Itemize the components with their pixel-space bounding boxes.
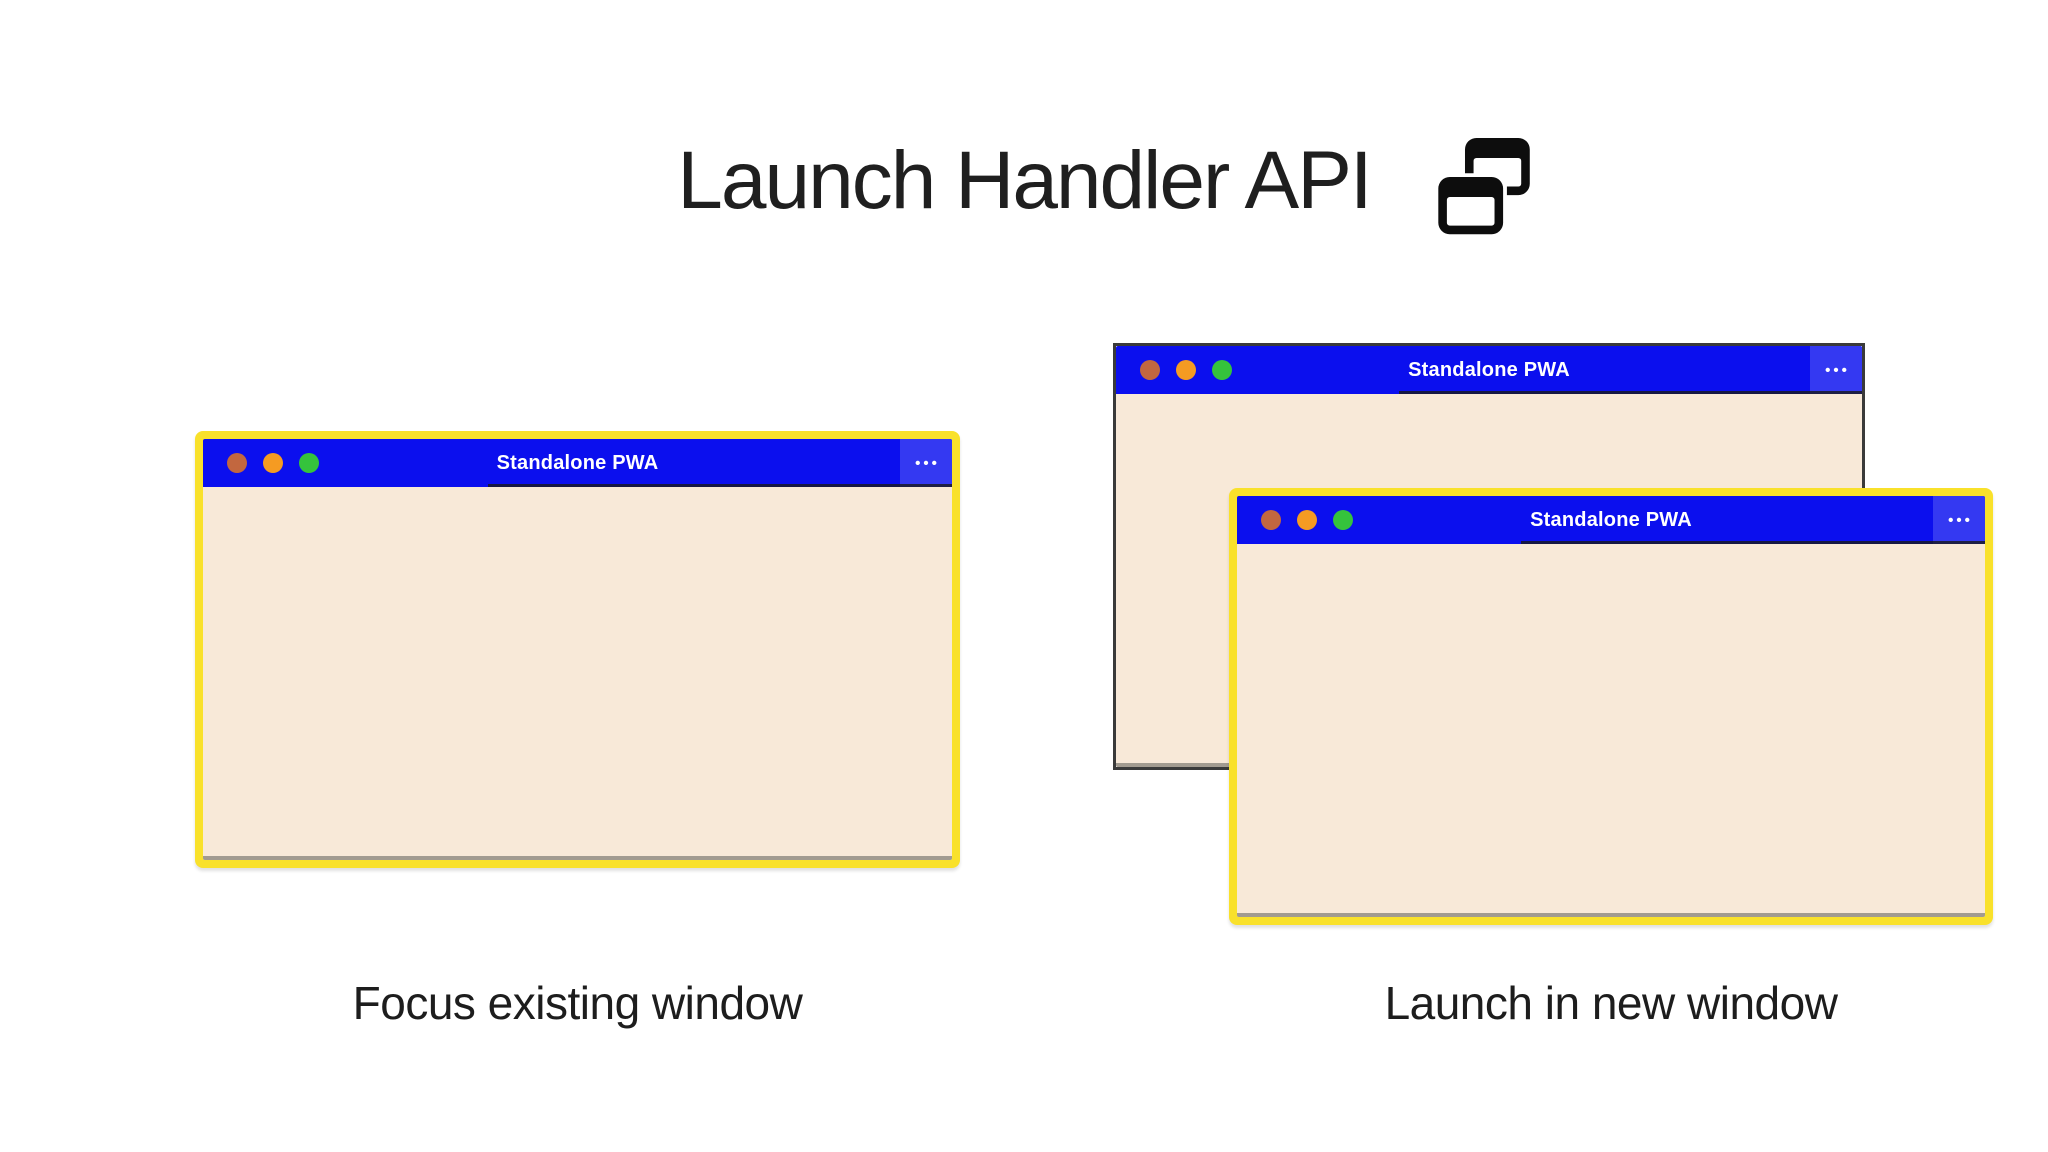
close-button[interactable] [1140, 360, 1160, 380]
window-title: Standalone PWA [1530, 508, 1692, 531]
traffic-light-buttons [227, 453, 319, 473]
window-content [1237, 544, 1985, 917]
titlebar-shadow [1399, 391, 1862, 394]
overflow-menu-button[interactable]: ••• [1933, 496, 1985, 544]
overflow-menu-button[interactable]: ••• [900, 439, 952, 487]
caption-launch-in-new-window: Launch in new window [1384, 977, 1838, 1029]
traffic-light-buttons [1140, 360, 1232, 380]
window-title: Standalone PWA [496, 451, 659, 474]
page-title: Launch Handler API [677, 135, 1372, 226]
pwa-window-new: Standalone PWA ••• [1229, 488, 1993, 925]
ellipsis-icon: ••• [915, 454, 940, 472]
maximize-button[interactable] [1212, 360, 1232, 380]
window-title: Standalone PWA [1408, 358, 1570, 381]
pwa-window-focused: Standalone PWA ••• [195, 431, 960, 868]
minimize-button[interactable] [1176, 360, 1196, 380]
ellipsis-icon: ••• [1825, 361, 1850, 379]
maximize-button[interactable] [299, 453, 319, 473]
window-frame: Standalone PWA ••• [1237, 496, 1985, 917]
window-content [203, 487, 952, 860]
overlapping-windows-icon [1434, 137, 1533, 238]
minimize-button[interactable] [263, 453, 283, 473]
caption-focus-existing-window: Focus existing window [352, 977, 803, 1029]
window-titlebar: Standalone PWA ••• [1116, 346, 1862, 394]
window-titlebar: Standalone PWA ••• [1237, 496, 1985, 544]
titlebar-shadow [487, 484, 952, 487]
window-titlebar: Standalone PWA ••• [203, 439, 952, 487]
titlebar-shadow [1521, 541, 1985, 544]
close-button[interactable] [227, 453, 247, 473]
close-button[interactable] [1261, 510, 1281, 530]
maximize-button[interactable] [1333, 510, 1353, 530]
minimize-button[interactable] [1297, 510, 1317, 530]
traffic-light-buttons [1261, 510, 1353, 530]
window-frame: Standalone PWA ••• [203, 439, 952, 860]
overflow-menu-button[interactable]: ••• [1810, 346, 1862, 394]
ellipsis-icon: ••• [1948, 511, 1973, 529]
